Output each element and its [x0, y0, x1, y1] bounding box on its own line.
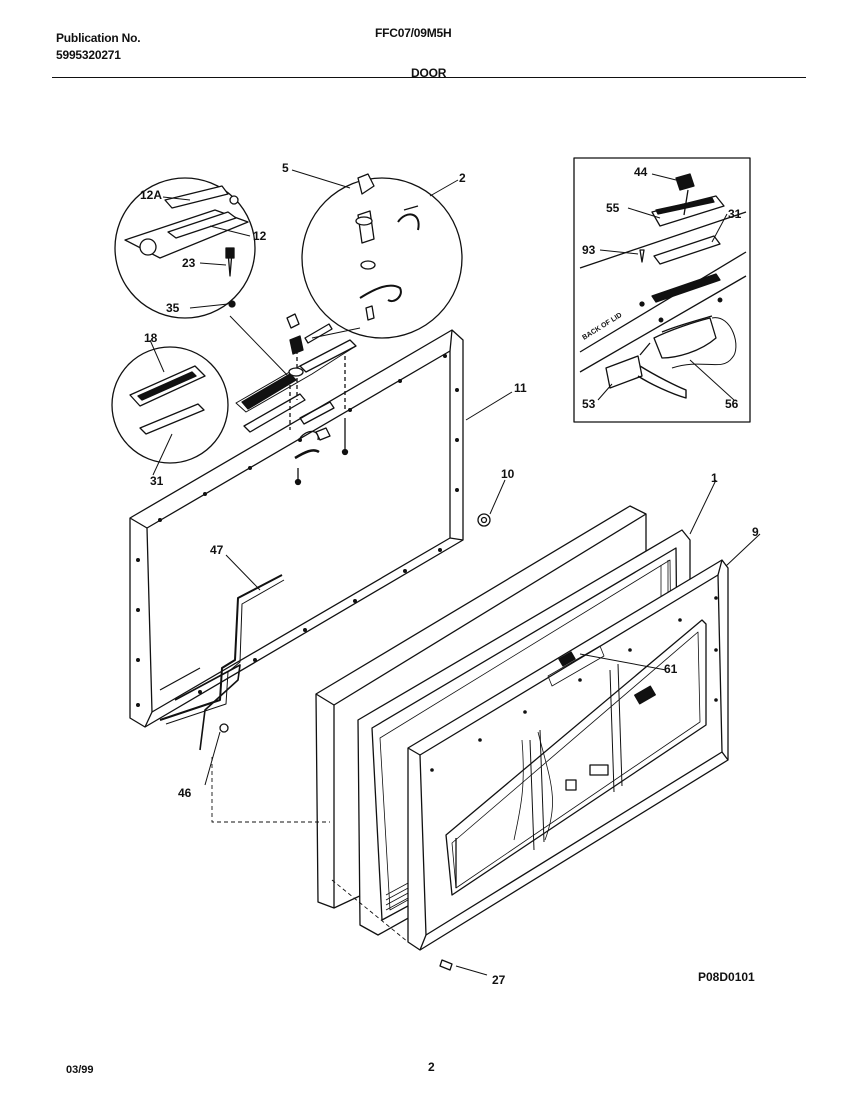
- section-title: DOOR: [411, 66, 447, 80]
- callout-56: 56: [725, 397, 739, 411]
- callout-27: 27: [492, 973, 506, 987]
- callout-47: 47: [210, 543, 224, 557]
- publication-number: 5995320271: [56, 48, 121, 62]
- drawing-id: P08D0101: [698, 970, 755, 984]
- page-number: 2: [428, 1060, 435, 1074]
- callout-44: 44: [634, 165, 648, 179]
- model-number: FFC07/09M5H: [375, 26, 452, 40]
- callout-55: 55: [606, 201, 620, 215]
- inset-back-of-lid: [573, 157, 751, 423]
- callout-2: 2: [459, 171, 466, 185]
- callout-11: 11: [514, 381, 527, 395]
- callout-31-inset: 31: [728, 207, 742, 221]
- callout-93: 93: [582, 243, 596, 257]
- detail-circle-2: [301, 173, 463, 339]
- callout-labels: 5 2 12A 12 23 35 18 31 11 10 47 46 1 9 6…: [140, 161, 759, 987]
- door-liner-frame: [129, 313, 464, 751]
- callout-1: 1: [711, 471, 718, 485]
- footer-date: 03/99: [66, 1064, 94, 1076]
- callout-10: 10: [501, 467, 515, 481]
- callout-23: 23: [182, 256, 196, 270]
- callout-9: 9: [752, 525, 759, 539]
- callout-61: 61: [664, 662, 678, 676]
- publication-label: Publication No.: [56, 31, 141, 45]
- callout-31-left: 31: [150, 474, 164, 488]
- callout-18: 18: [144, 331, 158, 345]
- callout-12: 12: [253, 229, 267, 243]
- callout-12A: 12A: [140, 188, 162, 202]
- detail-circle-18: [111, 346, 229, 464]
- callout-5: 5: [282, 161, 289, 175]
- detail-circle-12: [114, 177, 256, 319]
- leader-lines: [149, 169, 761, 976]
- callout-53: 53: [582, 397, 596, 411]
- header-rule: [52, 77, 806, 78]
- callout-46: 46: [178, 786, 192, 800]
- callout-35: 35: [166, 301, 180, 315]
